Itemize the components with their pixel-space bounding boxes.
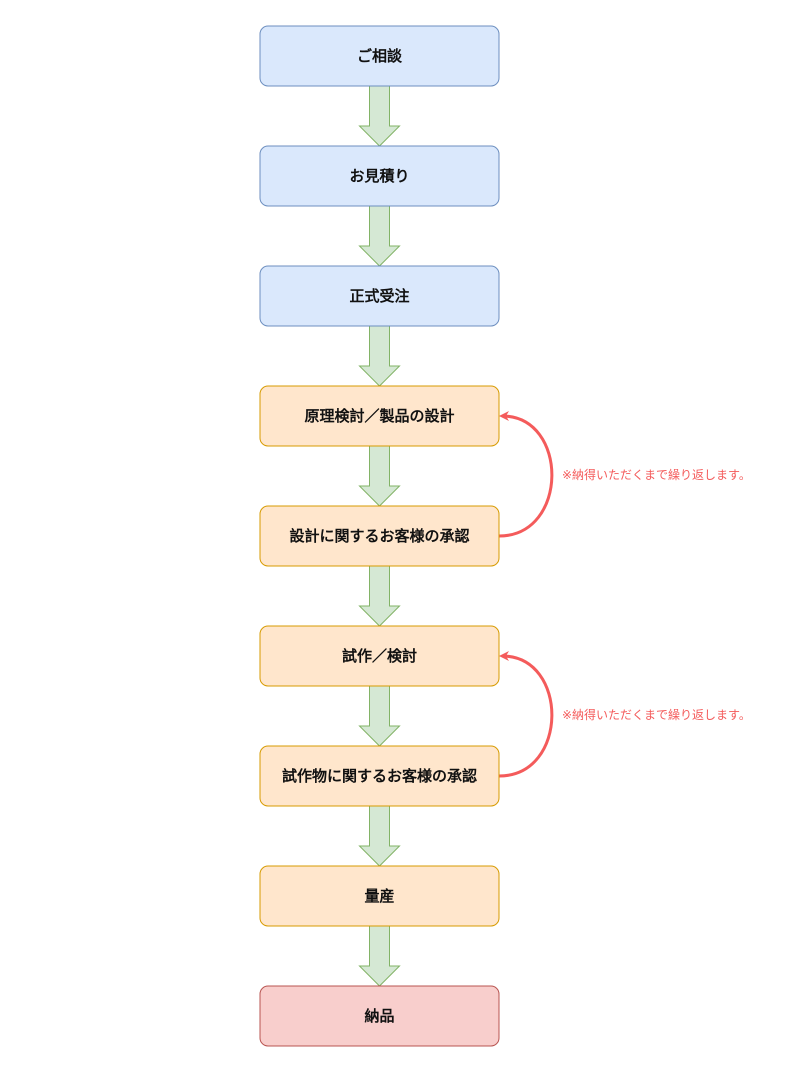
flow-arrow [358,805,401,867]
step-design-approval: 設計に関するお客様の承認 [259,505,500,567]
step-box [259,865,500,927]
step-label: 設計に関するお客様の承認 [289,527,469,545]
connector-arrows [358,85,401,987]
step-label: 納品 [364,1007,394,1025]
flow-steps: ご相談お見積り正式受注原理検討／製品の設計設計に関するお客様の承認試作／検討試作… [259,25,500,1047]
flow-arrow [358,925,401,987]
step-box [259,985,500,1047]
step-box [259,745,500,807]
flow-arrow [358,85,401,147]
step-label: ご相談 [357,47,403,65]
step-box [259,625,500,687]
step-prototype: 試作／検討 [259,625,500,687]
step-label: 試作／検討 [342,647,417,665]
flow-arrow [358,325,401,387]
loop-arrow [498,651,554,778]
flow-arrow [358,205,401,267]
flow-arrow [358,445,401,507]
step-label: 原理検討／製品の設計 [304,407,454,425]
step-box [259,25,500,87]
loop-2: ※納得いただくまで繰り返します。 [498,651,751,778]
loop-arrows: ※納得いただくまで繰り返します。 ※納得いただくまで繰り返します。 [498,411,751,778]
step-delivery: 納品 [259,985,500,1047]
step-box [259,145,500,207]
flow-arrow [358,565,401,627]
step-official-order: 正式受注 [259,265,500,327]
step-box [259,505,500,567]
repeat-note: ※納得いただくまで繰り返します。 [562,467,751,482]
step-consultation: ご相談 [259,25,500,87]
flow-arrow [358,685,401,747]
step-box [259,385,500,447]
step-label: 正式受注 [349,287,409,305]
step-principle-design: 原理検討／製品の設計 [259,385,500,447]
repeat-note: ※納得いただくまで繰り返します。 [562,707,751,722]
step-box [259,265,500,327]
step-prototype-approval: 試作物に関するお客様の承認 [259,745,500,807]
loop-arrow [498,411,554,538]
loop-1: ※納得いただくまで繰り返します。 [498,411,751,538]
step-label: 量産 [364,887,394,905]
step-mass-production: 量産 [259,865,500,927]
step-label: 試作物に関するお客様の承認 [282,767,477,785]
step-estimate: お見積り [259,145,500,207]
step-label: お見積り [349,167,409,185]
